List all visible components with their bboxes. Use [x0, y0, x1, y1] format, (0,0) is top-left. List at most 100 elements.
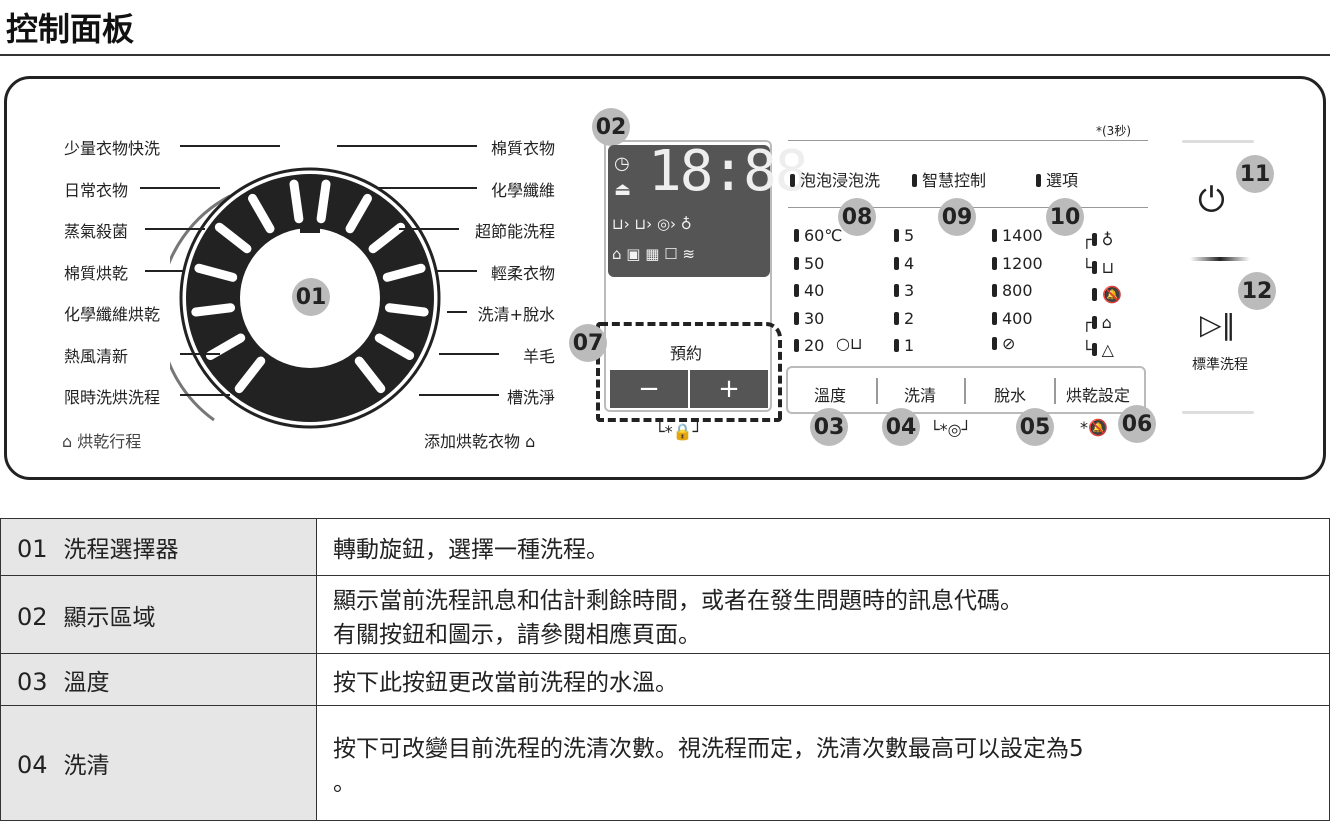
leader-line — [437, 270, 477, 272]
led — [912, 174, 917, 187]
spin-level-indicator: 1400 — [992, 226, 1043, 245]
leader-line — [140, 187, 220, 189]
leader-line — [337, 145, 477, 147]
leader-line — [439, 353, 499, 355]
clock-icon: ◷ — [614, 153, 630, 174]
temp-button[interactable]: 溫度 — [814, 386, 847, 405]
temp-level-indicator: 60℃ — [794, 226, 842, 245]
dial-notch — [300, 223, 320, 233]
rinse-level-indicator: 1 — [894, 336, 914, 355]
badge-05: 05 — [1016, 408, 1054, 446]
start-label: 標準洗程 — [1192, 357, 1248, 373]
badge-02: 02 — [592, 108, 630, 146]
dial-tick — [205, 333, 246, 360]
dial-tick — [368, 222, 406, 254]
rinse-level-indicator: 5 — [894, 226, 914, 245]
led — [1036, 174, 1041, 187]
plus-button[interactable]: + — [690, 370, 768, 408]
cycle-progress-icons: ⊔› ⊔› ◎› ♁ — [612, 215, 692, 233]
child-lock-group — [596, 322, 782, 422]
dial-tick — [194, 263, 238, 282]
leader-line — [180, 394, 230, 396]
status-icons: ⌂ ▣ ▦ ☐ ≋ — [612, 245, 695, 263]
temp-level-indicator: 20 — [794, 336, 824, 355]
badge-04: 04 — [882, 408, 920, 446]
badge-11: 11 — [1236, 155, 1274, 193]
dial-tick — [316, 179, 331, 224]
course-label: 棉質烘乾 — [64, 264, 129, 283]
leader-line — [180, 145, 280, 147]
time-digits: 18:88 — [648, 139, 809, 204]
display-screen: ◷ ⏏ 18:88 ⊔› ⊔› ◎› ♁ ⌂ ▣ ▦ ☐ ≋ — [608, 139, 809, 277]
course-label: 棉質衣物 — [490, 139, 555, 158]
course-label: 輕柔衣物 — [490, 264, 555, 283]
badge-10: 10 — [1046, 198, 1084, 236]
no-spin-indicator: ⊘ — [992, 334, 1015, 353]
leader-line — [145, 270, 185, 272]
course-label: 羊毛 — [522, 347, 555, 366]
spin-level-indicator: 1200 — [992, 254, 1043, 273]
badge-03: 03 — [810, 408, 848, 446]
dial-tick — [289, 179, 304, 224]
course-label: 化學纖維烘乾 — [64, 305, 161, 324]
dial-tick — [248, 193, 275, 234]
badge-06: 06 — [1118, 405, 1156, 443]
play-pause-icon: ▷‖ — [1200, 308, 1236, 341]
spin-level-indicator: 800 — [992, 281, 1033, 300]
course-label: 蒸氣殺菌 — [64, 222, 129, 241]
rinse-button[interactable]: 洗清 — [904, 386, 937, 405]
page-title: 控制面板 — [6, 10, 135, 48]
rinse-level-indicator: 2 — [894, 309, 914, 328]
leader-line — [180, 353, 220, 355]
led — [790, 174, 795, 187]
dial-tick — [374, 333, 415, 360]
divider — [788, 140, 1148, 141]
dry-course-label: ⌂ 烘乾行程 — [62, 432, 142, 451]
course-label: 限時洗烘洗程 — [64, 388, 161, 407]
badge-12: 12 — [1238, 272, 1276, 310]
mute-hint: *🔕 — [1080, 418, 1108, 437]
leader-line — [399, 228, 459, 230]
dial-tick — [382, 263, 426, 282]
dial-tick — [384, 303, 429, 317]
add-dry-label: 添加烘乾衣物 ⌂ — [424, 432, 536, 451]
spin-button[interactable]: 脫水 — [994, 386, 1027, 405]
bubble-soak-indicator[interactable]: 泡泡浸泡洗 — [790, 167, 880, 191]
temp-level-indicator: 50 — [794, 254, 824, 273]
dry-arc — [170, 194, 231, 422]
badge-08: 08 — [838, 198, 876, 236]
option-icons: ┌♁ └⊔ 🔕 ┌⌂ └△ — [1082, 230, 1123, 359]
leader-line — [377, 187, 477, 189]
start-pause-button[interactable]: ▷‖ — [1200, 308, 1236, 341]
reserve-label: 預約 — [670, 344, 703, 363]
course-label: 槽洗淨 — [506, 388, 555, 407]
power-icon: ⏻ — [1198, 180, 1225, 220]
course-label: 洗清+脫水 — [477, 305, 555, 324]
dial-tick — [191, 303, 236, 317]
title-divider — [0, 54, 1330, 56]
leader-line — [419, 394, 499, 396]
dry-settings-button[interactable]: 烘乾設定 — [1066, 386, 1131, 405]
course-label: 化學纖維 — [490, 181, 555, 200]
dial-tick — [345, 193, 372, 234]
rinse-level-indicator: 3 — [894, 281, 914, 300]
dial-tick — [354, 356, 386, 394]
options-indicator[interactable]: 選項 — [1036, 167, 1078, 191]
badge-07: 07 — [569, 324, 607, 362]
course-label: 少量衣物快洗 — [64, 139, 161, 158]
badge-01: 01 — [292, 278, 330, 316]
power-button[interactable]: ⏻ — [1198, 180, 1225, 220]
rinse-level-indicator: 4 — [894, 254, 914, 273]
display-area — [604, 140, 772, 412]
smart-control-indicator[interactable]: 智慧控制 — [912, 167, 986, 191]
course-label: 日常衣物 — [64, 181, 129, 200]
minus-button[interactable]: − — [610, 370, 688, 408]
course-label: 超節能洗程 — [474, 222, 555, 241]
weight-icon: ⏏ — [614, 179, 632, 200]
cold-wash-icon: ○⊔ — [836, 334, 863, 353]
